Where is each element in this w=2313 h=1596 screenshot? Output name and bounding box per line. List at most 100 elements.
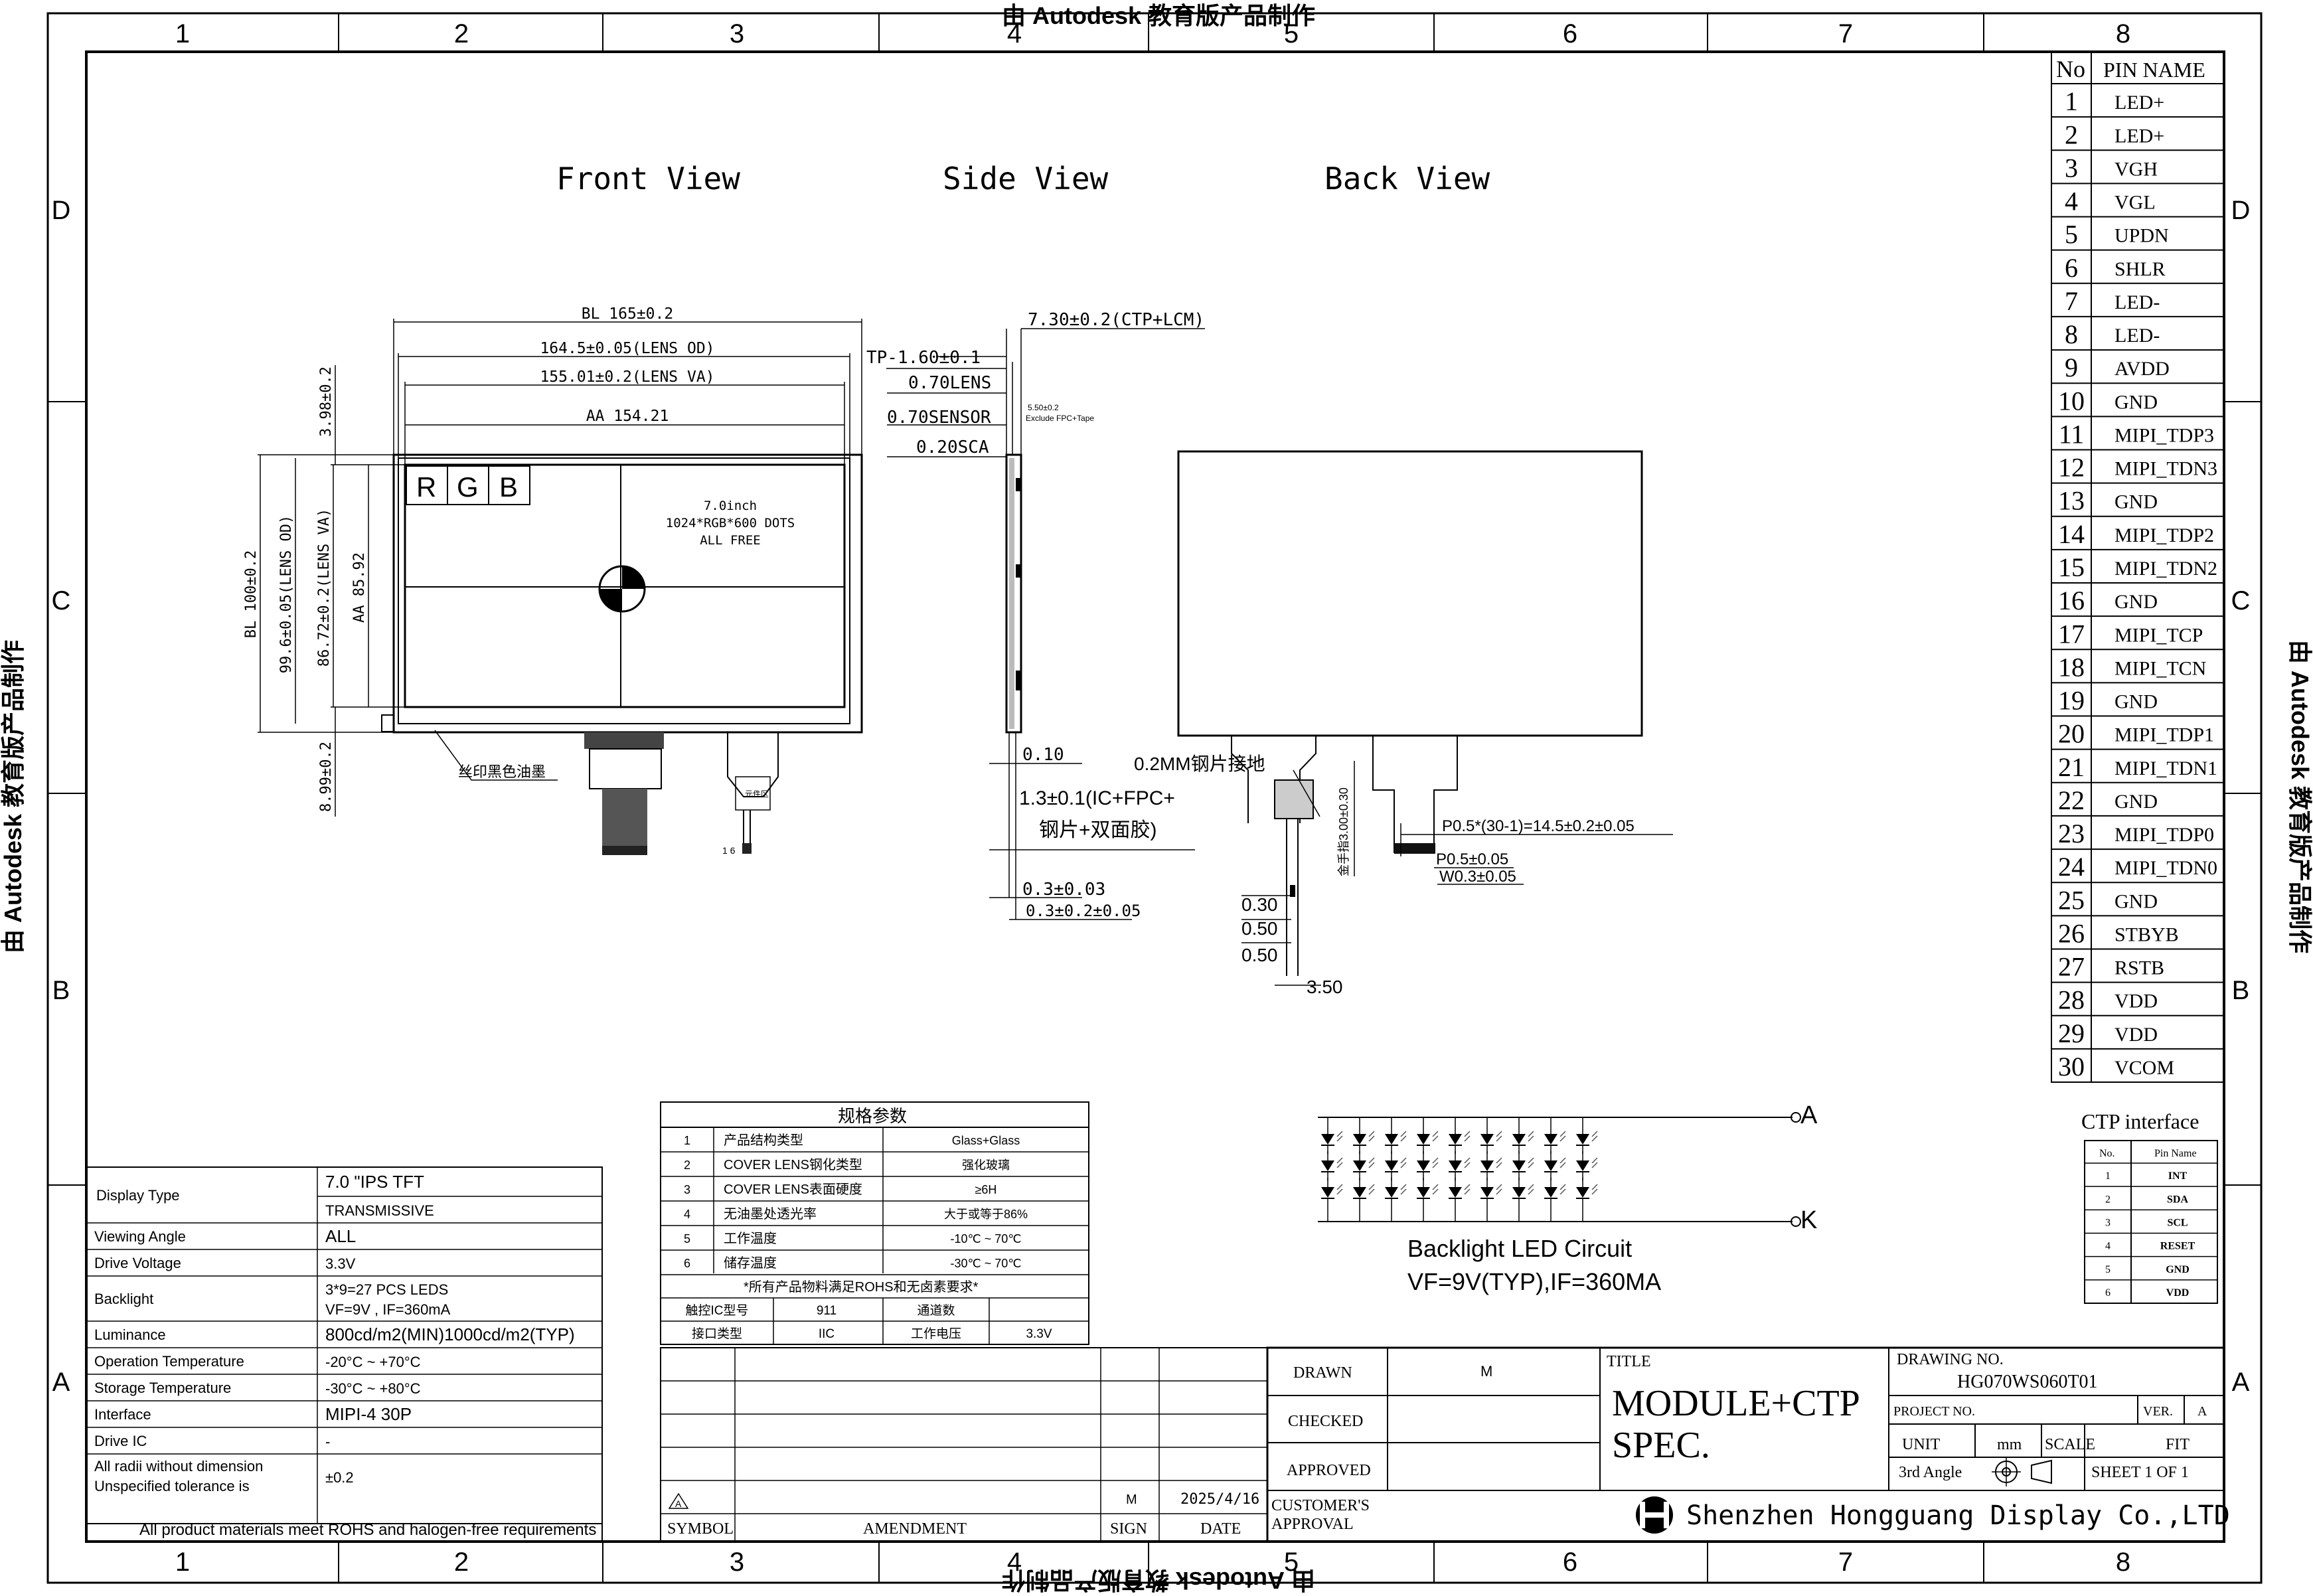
zone-col-label: 3 bbox=[730, 1548, 744, 1577]
drawing-title-1: MODULE+CTP bbox=[1612, 1383, 1860, 1424]
approval-label: APPROVAL bbox=[1271, 1516, 1354, 1533]
drawing-title-2: SPEC. bbox=[1612, 1425, 1710, 1466]
ctp-pin-name: RESET bbox=[2160, 1241, 2195, 1252]
fpc-pin-marks: 1 6 bbox=[722, 845, 736, 856]
pin-number: 27 bbox=[2058, 952, 2085, 982]
dim-lens-thickness: 0.70LENS bbox=[908, 373, 991, 393]
watermark-right: 由 Autodesk 教育版产品制作 bbox=[2286, 640, 2313, 953]
rgb-boxes: R G B bbox=[406, 465, 530, 505]
note-550: 5.50±0.2 bbox=[1028, 403, 1059, 412]
param-extra-cell: 911 bbox=[817, 1304, 837, 1318]
projection-angle: 3rd Angle bbox=[1899, 1464, 1962, 1481]
pin-number: 4 bbox=[2065, 187, 2078, 216]
spec-value: MIPI-4 30P bbox=[325, 1404, 412, 1424]
front-view-title: Front View bbox=[556, 161, 740, 197]
spec-label: Operation Temperature bbox=[94, 1353, 244, 1370]
ctp-pin-number: 1 bbox=[2105, 1170, 2111, 1182]
dim-top-gap: 3.98±0.2 bbox=[318, 366, 335, 437]
spec-label: Unspecified tolerance is bbox=[94, 1478, 250, 1494]
dim-aa-width: AA 154.21 bbox=[586, 408, 669, 425]
front-view: R G B 7.0inch 1024*RGB*600 DOTS ALL FREE bbox=[243, 305, 863, 856]
back-view: 0.2MM钢片接地 金手指3.00±0.30 P0.5*(30-1)=14.5±… bbox=[1134, 450, 1673, 997]
pitch-dim: P0.5*(30-1)=14.5±0.2±0.05 bbox=[1442, 817, 1635, 835]
rev-header-symbol: SYMBOL bbox=[667, 1520, 734, 1538]
dim-sensor-thickness: 0.70SENSOR bbox=[887, 408, 991, 428]
backlight-title: Backlight LED Circuit bbox=[1407, 1235, 1632, 1262]
pin-name: VDD bbox=[2114, 1024, 2158, 1046]
pin-number: 7 bbox=[2065, 286, 2078, 316]
back-outline bbox=[1177, 450, 1643, 737]
spec-label: Display Type bbox=[96, 1187, 180, 1204]
zone-col-label: 5 bbox=[1284, 1548, 1299, 1577]
spec-label: Drive Voltage bbox=[94, 1255, 181, 1271]
pin-name: LED+ bbox=[2114, 125, 2164, 147]
zone-col-label: 4 bbox=[1007, 1548, 1022, 1577]
pitch-p05: P0.5±0.05 bbox=[1436, 850, 1508, 868]
spec-value: -30°C ~ +80°C bbox=[325, 1380, 421, 1397]
pin-name: VGL bbox=[2114, 192, 2156, 214]
ver-value: A bbox=[2197, 1404, 2207, 1419]
param-extra-cell: IIC bbox=[819, 1327, 835, 1341]
pin-name: MIPI_TDP3 bbox=[2114, 424, 2214, 446]
pin-number: 19 bbox=[2058, 686, 2085, 716]
rev-header-amendment: AMENDMENT bbox=[863, 1520, 967, 1538]
pin-name: STBYB bbox=[2114, 923, 2179, 945]
param-index: 2 bbox=[684, 1158, 690, 1172]
param-value: Glass+Glass bbox=[952, 1134, 1020, 1147]
fpc-component-area: 元件区 bbox=[745, 789, 769, 799]
dim-050a: 0.50 bbox=[1241, 918, 1278, 939]
ctp-pin-name: SDA bbox=[2167, 1194, 2188, 1205]
rgb-r: R bbox=[416, 471, 436, 503]
spec-label: Storage Temperature bbox=[94, 1380, 231, 1396]
pin-number: 9 bbox=[2065, 353, 2078, 382]
param-name: 无油墨处透光率 bbox=[724, 1206, 817, 1222]
pin-number: 13 bbox=[2058, 486, 2085, 516]
revision-symbol: A bbox=[675, 1498, 682, 1509]
ctp-pin-name: INT bbox=[2168, 1170, 2188, 1182]
zone-col-label: 5 bbox=[1284, 19, 1299, 48]
pin-name: MIPI_TDP0 bbox=[2114, 824, 2214, 846]
spec-label: Interface bbox=[94, 1406, 151, 1423]
drawn-value: M bbox=[1480, 1363, 1492, 1380]
pin-name: VDD bbox=[2114, 991, 2158, 1012]
spec-value: 7.0 "IPS TFT bbox=[325, 1172, 424, 1192]
dim-350: 3.50 bbox=[1307, 977, 1343, 997]
revision-sign: M bbox=[1126, 1492, 1137, 1507]
ctp-pin-number: 2 bbox=[2105, 1194, 2111, 1205]
ctp-pin-number: 6 bbox=[2105, 1287, 2111, 1299]
steel-ground-label: 0.2MM钢片接地 bbox=[1134, 754, 1265, 774]
pin-header-no: No bbox=[2056, 56, 2085, 82]
side-view-title: Side View bbox=[943, 161, 1109, 197]
drawn-label: DRAWN bbox=[1293, 1364, 1352, 1382]
revision-block: A M 2025/4/16 SYMBOL AMENDMENT SIGN DATE bbox=[660, 1347, 1268, 1542]
third-angle-icon bbox=[1992, 1457, 2052, 1486]
active-area bbox=[404, 463, 846, 708]
spec-label: Drive IC bbox=[94, 1433, 147, 1449]
ver-label: VER. bbox=[2143, 1404, 2173, 1419]
ctp-pin-name: SCL bbox=[2167, 1218, 2188, 1229]
spec-value: 3*9=27 PCS LEDS bbox=[325, 1281, 448, 1298]
zone-row-label: C bbox=[2231, 586, 2251, 615]
params-note: *所有产品物料满足ROHS和无卤素要求* bbox=[744, 1279, 979, 1295]
pin-name: LED- bbox=[2114, 325, 2160, 347]
param-name: COVER LENS表面硬度 bbox=[724, 1182, 862, 1197]
title-label: TITLE bbox=[1607, 1353, 1651, 1370]
pin-number: 10 bbox=[2058, 386, 2085, 416]
dim-bl-width: BL 165±0.2 bbox=[582, 305, 673, 323]
pin-name: VCOM bbox=[2114, 1057, 2174, 1079]
spec-value: VF=9V , IF=360mA bbox=[325, 1301, 451, 1318]
panel-size: 7.0inch bbox=[704, 499, 757, 513]
dim-total-thickness: 7.30±0.2(CTP+LCM) bbox=[1028, 310, 1204, 330]
side-view: 7.30±0.2(CTP+LCM) TP-1.60±0.1 0.70LENS 0… bbox=[866, 310, 1205, 920]
checked-label: CHECKED bbox=[1288, 1413, 1363, 1430]
unit-label: UNIT bbox=[1902, 1436, 1941, 1453]
zone-col-label: 8 bbox=[2116, 1548, 2130, 1577]
pin-number: 28 bbox=[2058, 985, 2085, 1015]
side-profile bbox=[1005, 453, 1022, 734]
spec-label: Luminance bbox=[94, 1326, 166, 1343]
param-index: 6 bbox=[684, 1257, 690, 1270]
pin-name: MIPI_TDP1 bbox=[2114, 724, 2214, 746]
